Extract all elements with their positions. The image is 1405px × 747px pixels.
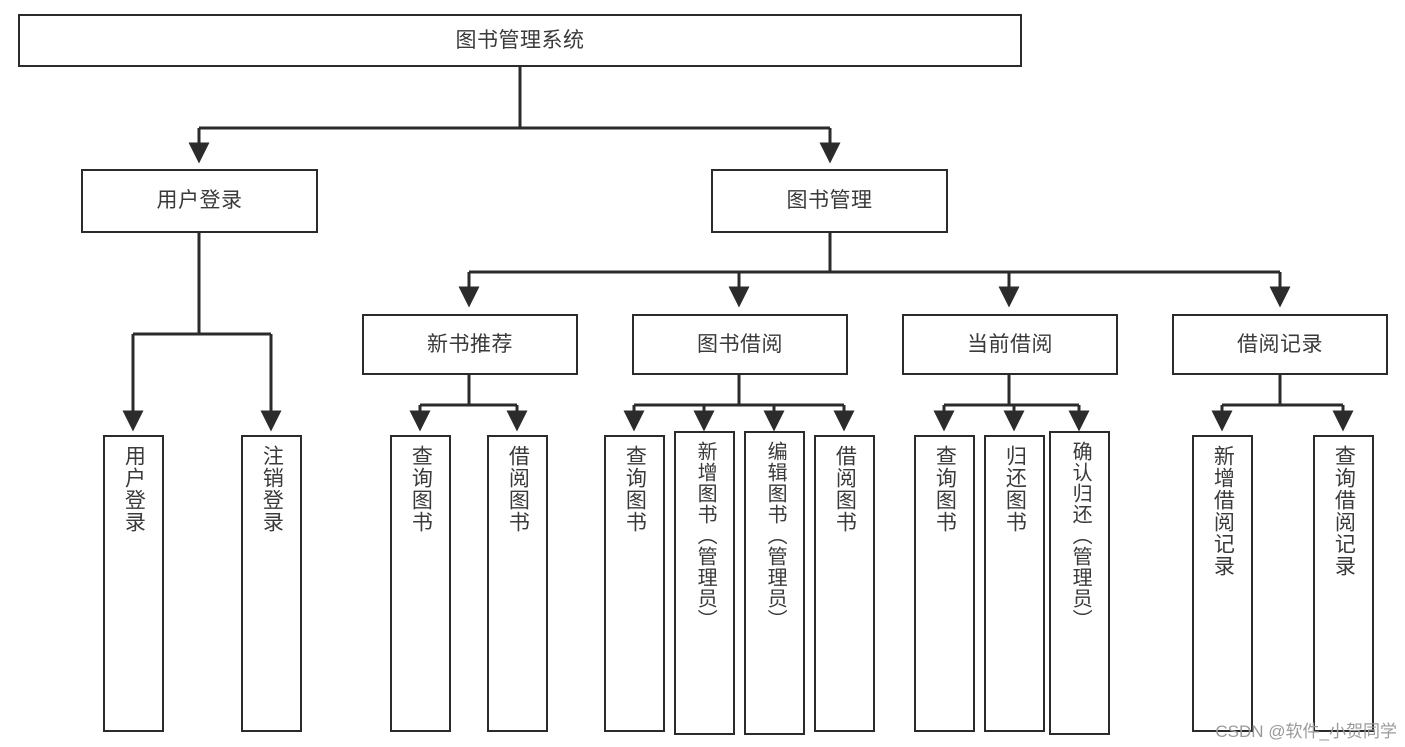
node-label: 图书管理系统	[455, 28, 585, 52]
leaf-add-book-admin[interactable]: 新增图书（管理员）	[674, 431, 735, 735]
leaf-confirm-return-admin[interactable]: 确认归还（管理员）	[1049, 431, 1110, 735]
node-label: 查询图书	[933, 445, 957, 533]
node-borrow-record[interactable]: 借阅记录	[1172, 314, 1388, 375]
node-user-login[interactable]: 用户登录	[81, 169, 318, 233]
leaf-query-borrow-record[interactable]: 查询借阅记录	[1313, 435, 1374, 732]
node-label: 图书借阅	[697, 332, 783, 356]
node-label: 查询图书	[409, 445, 433, 533]
leaf-add-borrow-record[interactable]: 新增借阅记录	[1192, 435, 1253, 732]
node-new-book-recommend[interactable]: 新书推荐	[362, 314, 578, 375]
node-label: 新增借阅记录	[1211, 445, 1235, 577]
node-label: 借阅记录	[1237, 332, 1323, 356]
leaf-query-book-borrow[interactable]: 查询图书	[604, 435, 665, 732]
leaf-return-book[interactable]: 归还图书	[984, 435, 1045, 732]
node-label: 用户登录	[156, 189, 243, 213]
leaf-query-book-new-recommend[interactable]: 查询图书	[390, 435, 451, 732]
leaf-user-login[interactable]: 用户登录	[103, 435, 164, 732]
node-label: 注销登录	[260, 445, 284, 533]
node-label: 新书推荐	[427, 332, 513, 356]
node-label: 用户登录	[122, 445, 146, 533]
leaf-edit-book-admin[interactable]: 编辑图书（管理员）	[744, 431, 805, 735]
node-book-borrow[interactable]: 图书借阅	[632, 314, 848, 375]
node-label: 查询图书	[623, 445, 647, 533]
node-current-borrow[interactable]: 当前借阅	[902, 314, 1118, 375]
leaf-borrow-book-new-recommend[interactable]: 借阅图书	[487, 435, 548, 732]
node-label: 当前借阅	[967, 332, 1053, 356]
node-label: 编辑图书（管理员）	[764, 441, 787, 630]
node-root-book-management-system[interactable]: 图书管理系统	[18, 14, 1022, 67]
node-label: 新增图书（管理员）	[694, 441, 717, 630]
watermark-text: CSDN @软件_小贺同学	[1215, 722, 1397, 741]
leaf-borrow-book[interactable]: 借阅图书	[814, 435, 875, 732]
node-label: 归还图书	[1003, 445, 1027, 533]
leaf-query-book-current[interactable]: 查询图书	[914, 435, 975, 732]
node-label: 图书管理	[786, 189, 873, 213]
node-label: 借阅图书	[833, 445, 857, 533]
node-label: 借阅图书	[506, 445, 530, 533]
node-book-management[interactable]: 图书管理	[711, 169, 948, 233]
leaf-logout[interactable]: 注销登录	[241, 435, 302, 732]
node-label: 确认归还（管理员）	[1069, 441, 1092, 630]
node-label: 查询借阅记录	[1332, 445, 1356, 577]
